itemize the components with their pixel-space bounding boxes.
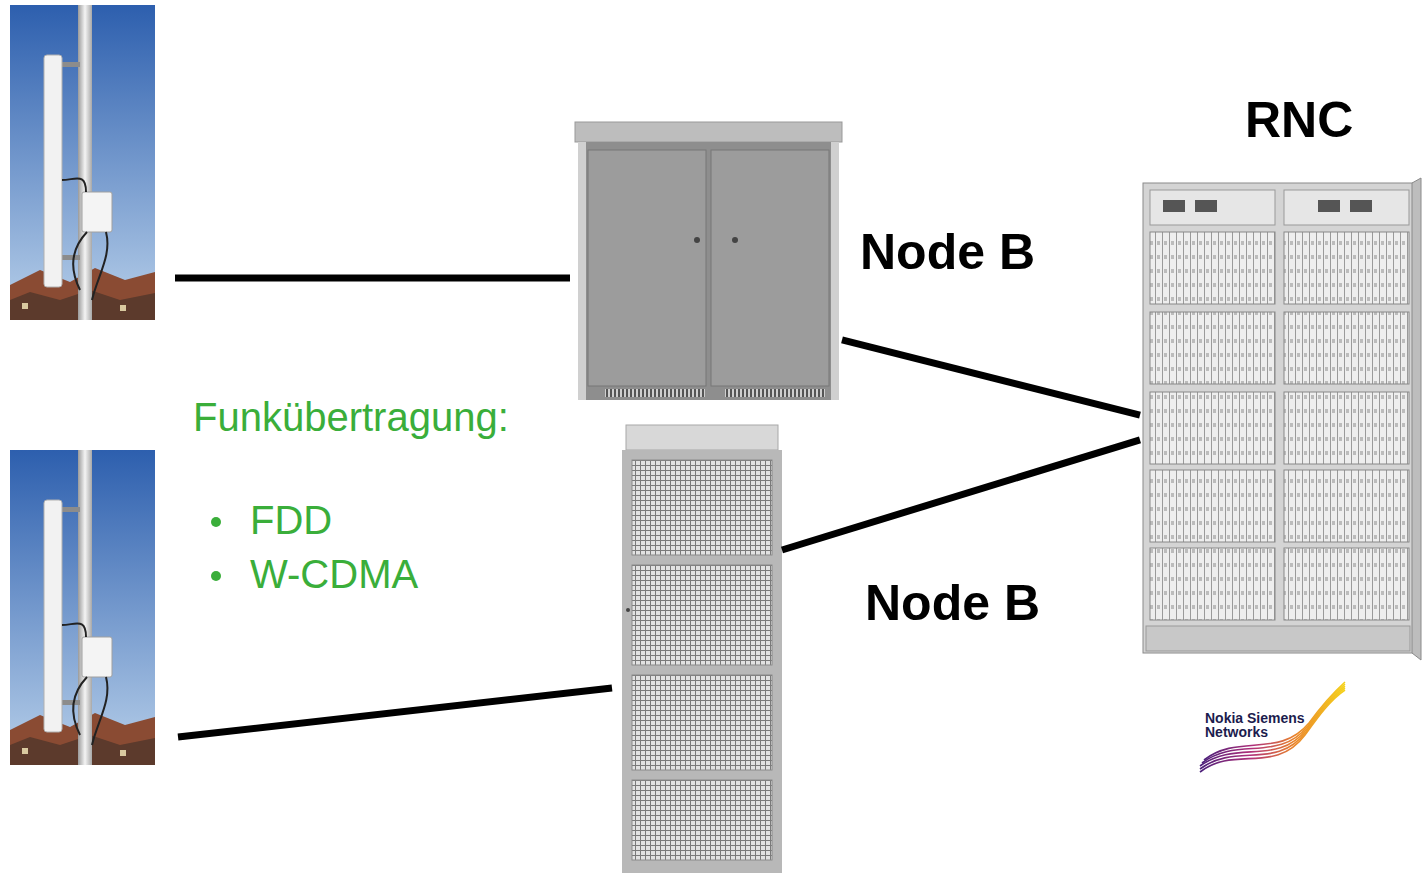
indoor-cabinet (632, 675, 772, 770)
bullet (211, 517, 221, 581)
logo-wave (1200, 690, 1345, 772)
connector-line (842, 340, 1140, 415)
logo-wave (1200, 682, 1345, 772)
node-b-cabinet: Node B (575, 122, 842, 400)
bullet (211, 571, 221, 581)
outdoor-cabinet (575, 122, 842, 142)
outdoor-cabinet (588, 150, 706, 386)
rnc-rack (1150, 392, 1275, 464)
indoor-cabinet (632, 565, 772, 665)
logo-wave (1200, 686, 1345, 766)
antenna-feeder-line (178, 688, 612, 737)
logo-wave (1200, 688, 1345, 769)
antenna-photo (10, 450, 155, 765)
rnc-rack (1284, 312, 1409, 384)
rnc-rack (1284, 470, 1409, 542)
node-label: Node B (865, 575, 1040, 633)
rnc-rack (1150, 312, 1275, 384)
bullet-item: FDD (250, 497, 332, 543)
rnc-rack (1284, 392, 1409, 464)
logo-text: Nokia Siemens Networks (1205, 711, 1317, 739)
rnc-rack (1284, 232, 1409, 304)
rnc-rack (1284, 548, 1409, 620)
outdoor-cabinet (578, 142, 586, 400)
outdoor-cabinet (725, 389, 825, 397)
node-label: RNC (1245, 92, 1353, 150)
rnc-rack (1150, 190, 1275, 225)
rnc-rack (1150, 232, 1275, 304)
indoor-cabinet (626, 425, 778, 450)
rnc-rack (1163, 200, 1185, 212)
rnc-rack (1350, 200, 1372, 212)
logo-wave (1204, 682, 1345, 760)
antenna-feeder-line (175, 278, 612, 737)
bullet-item: W-CDMA (250, 551, 418, 597)
indoor-cabinet (632, 460, 772, 555)
antenna-feeder-line (175, 275, 570, 282)
antenna-photo (10, 5, 155, 320)
outdoor-cabinet (831, 142, 839, 400)
rnc-rack (1150, 548, 1275, 620)
caption-heading: Funkübertragung: (193, 394, 509, 440)
rnc-rack (1318, 200, 1340, 212)
logo-wave (1202, 684, 1345, 763)
node-label: Node B (860, 224, 1035, 282)
outdoor-cabinet (605, 389, 705, 397)
outdoor-cabinet (732, 237, 738, 243)
outdoor-cabinet (575, 122, 842, 400)
indoor-cabinet (632, 780, 772, 860)
rnc-rack (1195, 200, 1217, 212)
outdoor-cabinet (578, 142, 839, 400)
indoor-cabinet (622, 425, 782, 873)
connector-line (782, 440, 1140, 550)
rnc-rack: RNC (1140, 180, 1422, 655)
rnc-rack (1146, 626, 1410, 651)
outdoor-cabinet (711, 150, 829, 386)
rnc-rack (1143, 183, 1413, 653)
indoor-cabinet (622, 450, 782, 873)
outdoor-cabinet (694, 237, 700, 243)
bullet (211, 517, 221, 527)
rnc-rack (1412, 178, 1421, 660)
node-b-cabinet: Node B (622, 425, 782, 873)
rnc-rack (1143, 178, 1421, 660)
rnc-rack (1150, 470, 1275, 542)
indoor-cabinet (626, 608, 630, 612)
rnc-rack (1284, 190, 1409, 225)
